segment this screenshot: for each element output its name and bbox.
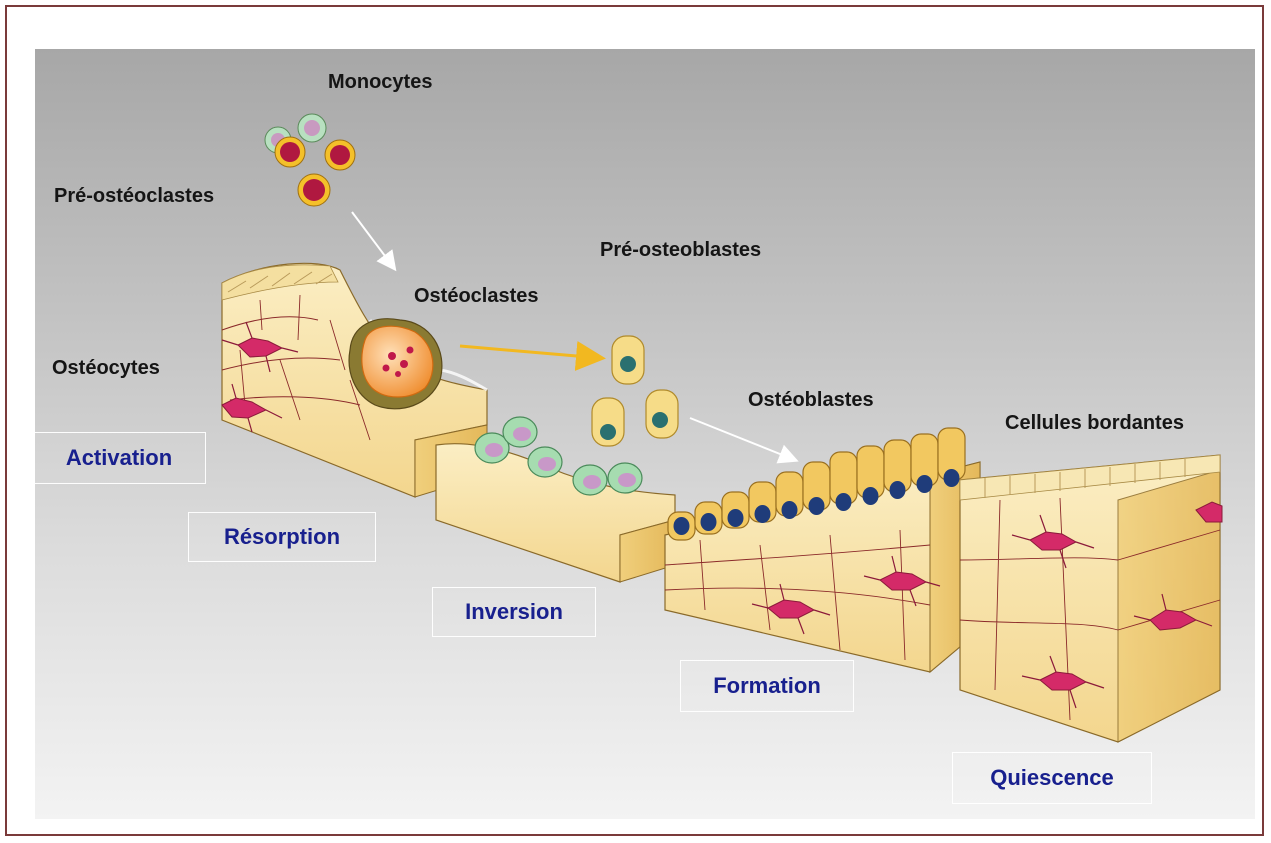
osteoblast-cell <box>830 452 857 511</box>
arrow-preosteoblast-to-osteoblast <box>690 418 795 460</box>
phase-formation: Formation <box>680 660 854 712</box>
osteoblast-cell <box>911 434 938 493</box>
macrophage-cell <box>573 465 607 495</box>
pre-osteoblast-group <box>592 336 678 446</box>
macrophage-cell <box>608 463 642 493</box>
osteoblast-cell <box>803 462 830 515</box>
arrow-monocyte-to-osteoclast <box>352 212 394 268</box>
label-osteoblasts: Ostéoblastes <box>748 390 874 410</box>
phase-inversion: Inversion <box>432 587 596 637</box>
label-osteoclasts: Ostéoclastes <box>414 286 539 306</box>
osteoblast-cell <box>857 446 884 505</box>
osteoblast-cell <box>722 492 749 528</box>
label-monocytes: Monocytes <box>328 72 432 92</box>
macrophage-cell <box>503 417 537 447</box>
osteoblast-cell <box>776 472 803 519</box>
phase-resorption: Résorption <box>188 512 376 562</box>
label-osteocytes: Ostéocytes <box>52 358 160 378</box>
label-pre-osteoclasts: Pré-ostéoclastes <box>54 186 214 206</box>
osteoblast-cell <box>938 428 965 487</box>
osteoblast-cell <box>695 502 722 534</box>
label-pre-osteoblasts: Pré-osteoblastes <box>600 240 761 260</box>
monocyte-cluster <box>265 114 355 206</box>
bone-block-quiescence <box>960 455 1222 742</box>
osteoclast-cell <box>349 319 442 409</box>
label-lining-cells: Cellules bordantes <box>1005 413 1184 433</box>
arrow-osteoclast-to-preosteoblast <box>460 346 600 358</box>
phase-activation: Activation <box>32 432 206 484</box>
osteoblast-cell <box>668 512 695 540</box>
osteoblast-cell <box>884 440 911 499</box>
osteoblast-cell <box>749 482 776 523</box>
bone-block-formation <box>665 428 980 672</box>
phase-quiescence: Quiescence <box>952 752 1152 804</box>
macrophage-cell <box>528 447 562 477</box>
